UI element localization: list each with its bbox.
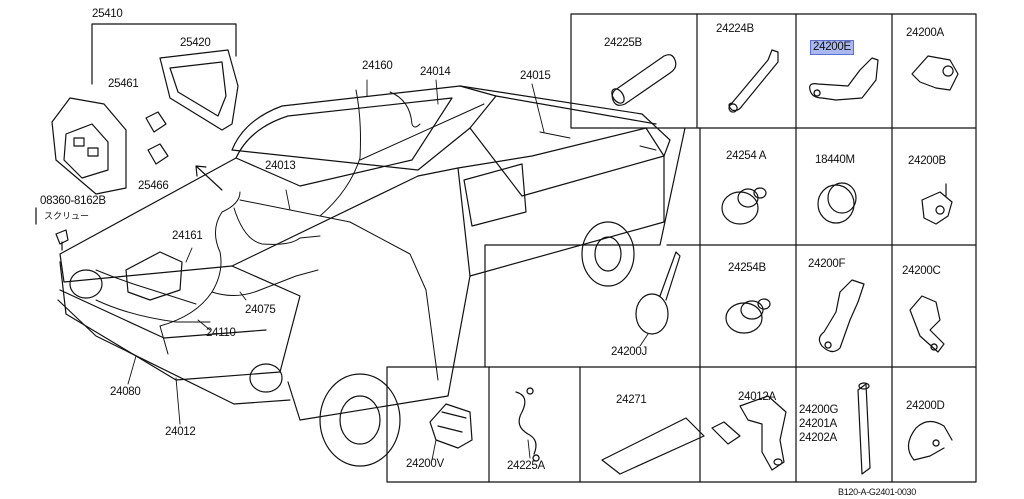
label-24202a[interactable]: 24202A	[799, 432, 837, 444]
cable-24225a	[515, 387, 540, 462]
screw-08360	[55, 229, 69, 251]
bracket-24224b	[728, 49, 779, 113]
label-24200g[interactable]: 24200G	[799, 404, 839, 416]
label-24200c[interactable]: 24200C	[902, 265, 941, 277]
label-screw-caption: スクリュー	[44, 211, 90, 221]
module-24161	[125, 251, 183, 301]
label-25410[interactable]: 25410	[92, 8, 123, 20]
connector-24200v	[429, 403, 473, 449]
leader-lines	[127, 79, 649, 461]
label-24200d[interactable]: 24200D	[906, 400, 945, 412]
label-24200b[interactable]: 24200B	[908, 155, 946, 167]
label-24254a[interactable]: 24254 A	[726, 150, 767, 162]
label-24201a[interactable]: 24201A	[799, 418, 837, 430]
clip-24200c	[909, 295, 945, 353]
label-24013[interactable]: 24013	[265, 160, 296, 172]
strap-24200g	[857, 382, 871, 475]
label-24200a[interactable]: 24200A	[906, 27, 944, 39]
bolt-24012a	[711, 395, 787, 471]
direction-arrow	[195, 165, 223, 191]
label-24224b[interactable]: 24224B	[716, 23, 754, 35]
cover-25420	[159, 49, 239, 131]
clip-24200d	[907, 420, 953, 461]
label-24014[interactable]: 24014	[420, 66, 451, 78]
grommet-24254b	[725, 298, 771, 334]
clip-24200f	[818, 279, 865, 353]
label-24012[interactable]: 24012	[165, 426, 196, 438]
plug-18440m	[817, 182, 857, 224]
label-24200f[interactable]: 24200F	[808, 258, 846, 270]
label-24200j[interactable]: 24200J	[611, 346, 647, 358]
label-24271[interactable]: 24271	[616, 394, 647, 406]
label-24080[interactable]: 24080	[110, 386, 141, 398]
label-18440m[interactable]: 18440M	[815, 154, 855, 166]
label-24161[interactable]: 24161	[172, 230, 203, 242]
label-24225b[interactable]: 24225B	[604, 37, 642, 49]
label-25466[interactable]: 25466	[138, 180, 169, 192]
label-24254b[interactable]: 24254B	[728, 262, 766, 274]
diagram-reference-code: B120-A-G2401-0030	[838, 487, 916, 497]
pad-24271	[601, 417, 705, 475]
clip-24200a	[911, 55, 959, 91]
label-24225a[interactable]: 24225A	[507, 460, 545, 472]
label-24200v[interactable]: 24200V	[406, 458, 444, 470]
leader-25410	[91, 23, 237, 85]
label-24160[interactable]: 24160	[362, 60, 393, 72]
tie-24200j	[635, 251, 681, 335]
label-24015[interactable]: 24015	[520, 70, 551, 82]
truck-body	[57, 85, 671, 467]
label-24075[interactable]: 24075	[245, 304, 276, 316]
label-25420[interactable]: 25420	[180, 37, 211, 49]
grommet-24254a	[721, 187, 767, 225]
fuse-25466	[147, 143, 169, 165]
fuse-25461	[145, 111, 167, 133]
clip-24200b	[921, 183, 953, 225]
label-24200e-highlighted[interactable]: 24200E	[810, 40, 854, 55]
tube-24225b	[611, 54, 677, 106]
parts-grid-frame	[386, 13, 977, 483]
label-24110[interactable]: 24110	[206, 327, 236, 339]
label-24012a[interactable]: 24012A	[738, 391, 776, 403]
clip-24200e	[809, 57, 879, 101]
fuse-block	[51, 97, 127, 195]
label-25461[interactable]: 25461	[108, 78, 139, 90]
label-08360[interactable]: 08360-8162B	[40, 195, 106, 207]
